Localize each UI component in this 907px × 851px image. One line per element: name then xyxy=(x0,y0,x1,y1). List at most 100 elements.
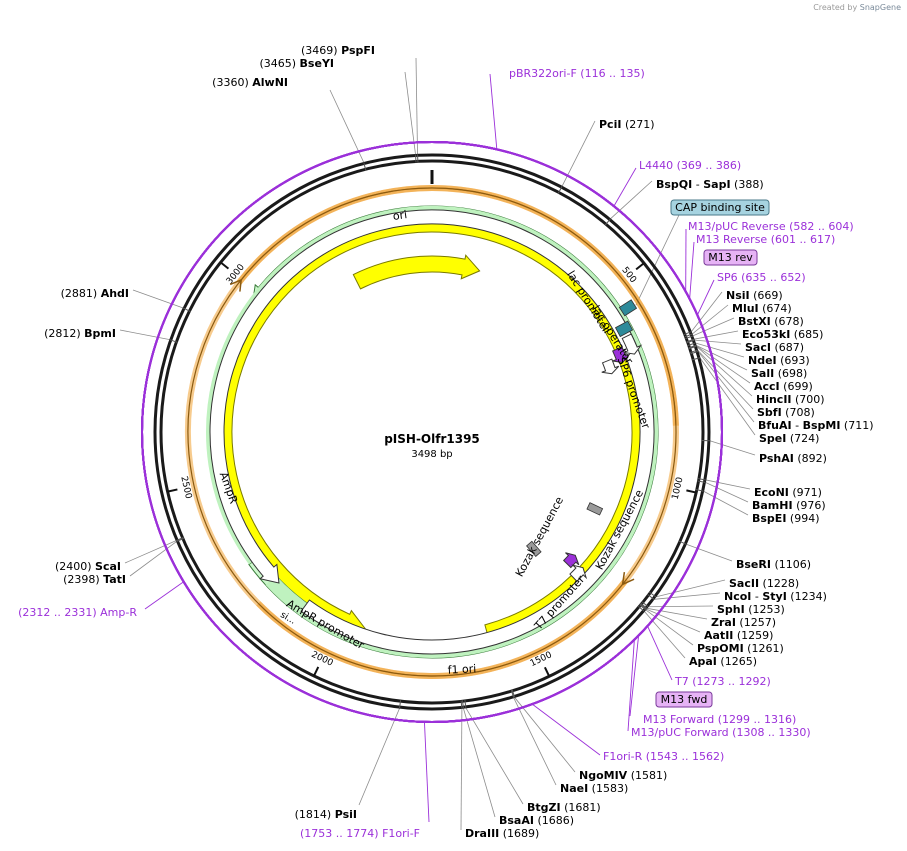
enzyme-label-ncoi: NcoI - StyI (1234) xyxy=(724,590,827,603)
enzyme-label-pshai: PshAI (892) xyxy=(759,452,827,465)
cut-mark-pspomi xyxy=(639,604,646,611)
enzyme-name-bstxi: BstXI xyxy=(738,315,771,328)
enzyme-pos-saci: (687) xyxy=(771,341,804,354)
enzyme-label-sacii: SacII (1228) xyxy=(729,577,799,590)
enzyme-name-psii: PsiI xyxy=(335,808,357,821)
enzyme-name-draiii: DraIII xyxy=(465,827,499,840)
cut-mark-aatii xyxy=(639,603,647,610)
connector-aatii xyxy=(646,608,701,633)
enzyme-pos-nsii: (669) xyxy=(750,289,783,302)
enzyme-name-hincii: HincII xyxy=(756,393,792,406)
connector-apai xyxy=(644,611,686,659)
cap-binding-site-box-connector xyxy=(635,214,680,306)
enzyme-name-btgzi: BtgZI xyxy=(527,801,561,814)
enzyme-pos-eco53ki: (685) xyxy=(790,328,823,341)
lac-promoter-arrow xyxy=(621,333,643,355)
enzyme-pos-bpmi: (2812) xyxy=(44,327,84,340)
tick-1500 xyxy=(543,666,551,677)
enzyme-name-ndei: NdeI xyxy=(748,354,777,367)
connector-draiii xyxy=(460,708,463,831)
enzyme-pos-alwni: (3360) xyxy=(212,76,252,89)
enzyme-name-aatii: AatII xyxy=(704,629,733,642)
credit-prefix: Created by xyxy=(813,3,858,12)
connector-ahdi xyxy=(132,289,184,309)
cut-mark-ahdi xyxy=(182,307,191,312)
cut-mark-ncoi xyxy=(647,594,655,600)
m13-fwd-box: M13 fwd xyxy=(655,691,713,708)
enzyme-pos-pshai: (892) xyxy=(794,452,827,465)
ampr-promoter-arrow xyxy=(209,209,655,655)
primer-connector-t7 xyxy=(647,625,673,681)
cut-mark-sphi xyxy=(641,601,649,608)
enzyme-label-tati: (2398) TatI xyxy=(63,573,126,586)
sp6-promoter-arrow xyxy=(601,358,620,375)
enzyme-name-ncoi: NcoI xyxy=(724,590,751,603)
cut-mark-ndei xyxy=(687,342,696,347)
plasmid-backbone xyxy=(153,153,711,711)
cut-mark-scai xyxy=(175,537,184,542)
enzyme-pos-mlui: (674) xyxy=(759,302,792,315)
enzyme-label-hincii: HincII (700) xyxy=(756,393,825,406)
cap-binding-site-box: CAP binding site xyxy=(670,199,770,216)
connector-pshai xyxy=(709,440,756,456)
m13-rev-arrow xyxy=(610,346,631,364)
enzyme-label-acci: AccI (699) xyxy=(754,380,813,393)
enzyme-name-ngomiv: NgoMIV xyxy=(579,769,628,782)
connector-nsii xyxy=(690,291,723,332)
primer-site-amp-r xyxy=(141,140,723,723)
connector-bamhi xyxy=(705,482,749,503)
enzyme-pos-draiii: (1689) xyxy=(499,827,539,840)
enzyme-pos-apai: (1265) xyxy=(717,655,757,668)
lac-operator-box xyxy=(614,320,634,338)
primer-connector-pbr322ori-f xyxy=(489,73,498,150)
primer-label-f1ori-r: F1ori-R (1543 .. 1562) xyxy=(603,750,724,763)
enzyme-pos-bseyi: (3465) xyxy=(259,57,299,70)
primer-name-m13-puc-reverse: M13/pUC Reverse xyxy=(688,220,786,233)
primer-range-m13-puc-reverse: (582 .. 604) xyxy=(786,220,854,233)
cut-mark-hincii xyxy=(688,345,697,350)
cut-mark-bpmi xyxy=(169,339,178,343)
cut-mark-bamhi xyxy=(697,480,706,483)
cut-mark-btgzi xyxy=(464,699,467,708)
cut-mark-bsaai xyxy=(461,700,464,709)
enzyme-label-bseri: BseRI (1106) xyxy=(736,558,811,571)
enzyme-name-apai: ApaI xyxy=(689,655,717,668)
cut-mark-zrai xyxy=(640,602,648,609)
m13-rev-box: M13 rev xyxy=(703,249,758,266)
cut-mark-sacii xyxy=(649,591,657,598)
enzyme-pos-tati: (2398) xyxy=(63,573,103,586)
primer-connector-sp6 xyxy=(696,279,715,316)
connector-bseri xyxy=(686,543,733,562)
primer-range-m13-reverse: (601 .. 617) xyxy=(767,233,835,246)
m13-rev-box-text: M13 rev xyxy=(708,251,753,264)
enzyme-label-ndei: NdeI (693) xyxy=(748,354,810,367)
connector-mlui xyxy=(691,304,729,335)
enzyme-dash-bfuai: - xyxy=(792,419,803,432)
cut-mark-bstxi xyxy=(685,335,694,340)
enzyme-label-ahdi: (2881) AhdI xyxy=(61,287,129,300)
primer-label-l4440: L4440 (369 .. 386) xyxy=(639,159,741,172)
primer-connector-m13-reverse xyxy=(689,241,695,299)
enzyme-pos-sacii: (1228) xyxy=(759,577,799,590)
primer-name-m13-puc-forward: M13/pUC Forward xyxy=(631,726,729,739)
enzyme-pos-ngomiv: (1581) xyxy=(627,769,667,782)
connector-naei xyxy=(513,697,557,786)
enzyme-label-btgzi: BtgZI (1681) xyxy=(527,801,601,814)
cap-site-box xyxy=(618,299,638,317)
enzyme-pos-bseri: (1106) xyxy=(771,558,811,571)
connector-sbfi xyxy=(697,349,754,410)
primer-connector-amp-r xyxy=(144,581,184,610)
enzyme-label-draiii: DraIII (1689) xyxy=(465,827,539,840)
enzyme-pos-scai: (2400) xyxy=(55,560,95,573)
enzyme-name-bamhi: BamHI xyxy=(752,499,793,512)
enzyme-pos-bfuai: (711) xyxy=(840,419,873,432)
primer-name-l4440: L4440 xyxy=(639,159,673,172)
enzyme-pos-acci: (699) xyxy=(780,380,813,393)
cut-mark-bspei xyxy=(695,489,704,492)
primer-label-m13-puc-forward: M13/pUC Forward (1308 .. 1330) xyxy=(631,726,811,739)
primer-range-l4440: (369 .. 386) xyxy=(673,159,741,172)
enzyme-pos-hincii: (700) xyxy=(792,393,825,406)
enzyme-name-bseyi: BseYI xyxy=(300,57,334,70)
enzyme-label-mlui: MluI (674) xyxy=(732,302,792,315)
